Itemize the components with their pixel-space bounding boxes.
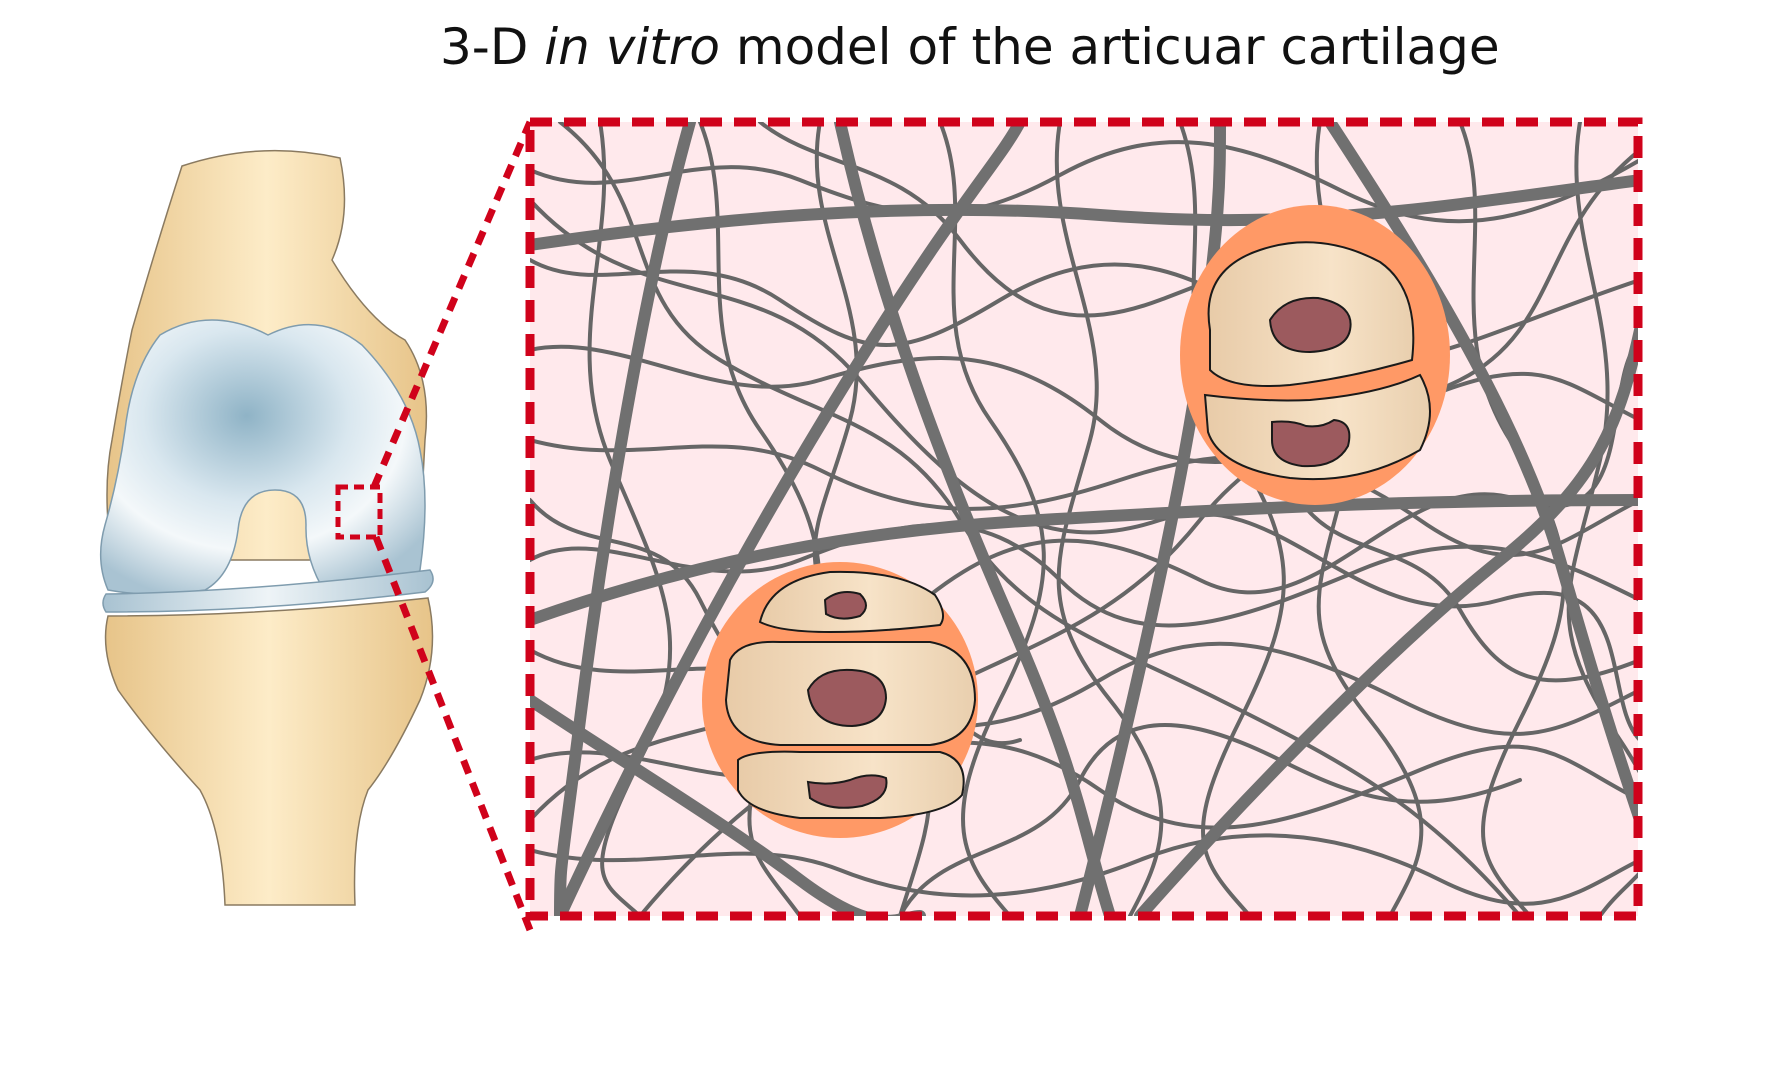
fiber (530, 140, 1638, 224)
title-italic: in vitro (544, 18, 720, 76)
figure-title: 3-D in vitro model of the articuar carti… (440, 18, 1740, 76)
title-prefix: 3-D (440, 18, 545, 76)
nucleus (1268, 296, 1352, 354)
fiber (938, 122, 1046, 916)
fiber (554, 122, 1026, 916)
femoral-cartilage (99, 319, 426, 595)
fiber (530, 494, 1638, 626)
fiber (530, 438, 1638, 557)
knee-joint-illustration (99, 149, 434, 906)
nucleus (806, 774, 888, 809)
chondrocyte-cluster (1180, 205, 1450, 505)
fiber (1074, 122, 1226, 916)
fiber (530, 174, 1638, 251)
meniscus (102, 569, 434, 613)
fiber (834, 122, 1116, 916)
zoom-guides (370, 120, 534, 932)
fiber (1298, 498, 1638, 683)
zoom-frame (525, 117, 1643, 921)
fiber (898, 723, 1522, 916)
nucleus (806, 668, 888, 728)
fiber (1054, 122, 1164, 916)
fiber (530, 833, 1638, 906)
fiber (530, 694, 926, 916)
zoom-region-marker (335, 484, 383, 540)
fiber (1134, 324, 1638, 916)
nucleus (823, 591, 867, 620)
fiber (554, 122, 696, 916)
thick-fibers (530, 122, 1638, 916)
tibia-bone (104, 597, 434, 906)
nucleus (1271, 418, 1351, 468)
zoom-guide-top (370, 120, 534, 489)
title-suffix: model of the articuar cartilage (719, 18, 1500, 76)
fiber (1178, 122, 1286, 916)
chondrocyte-cluster (702, 562, 978, 838)
